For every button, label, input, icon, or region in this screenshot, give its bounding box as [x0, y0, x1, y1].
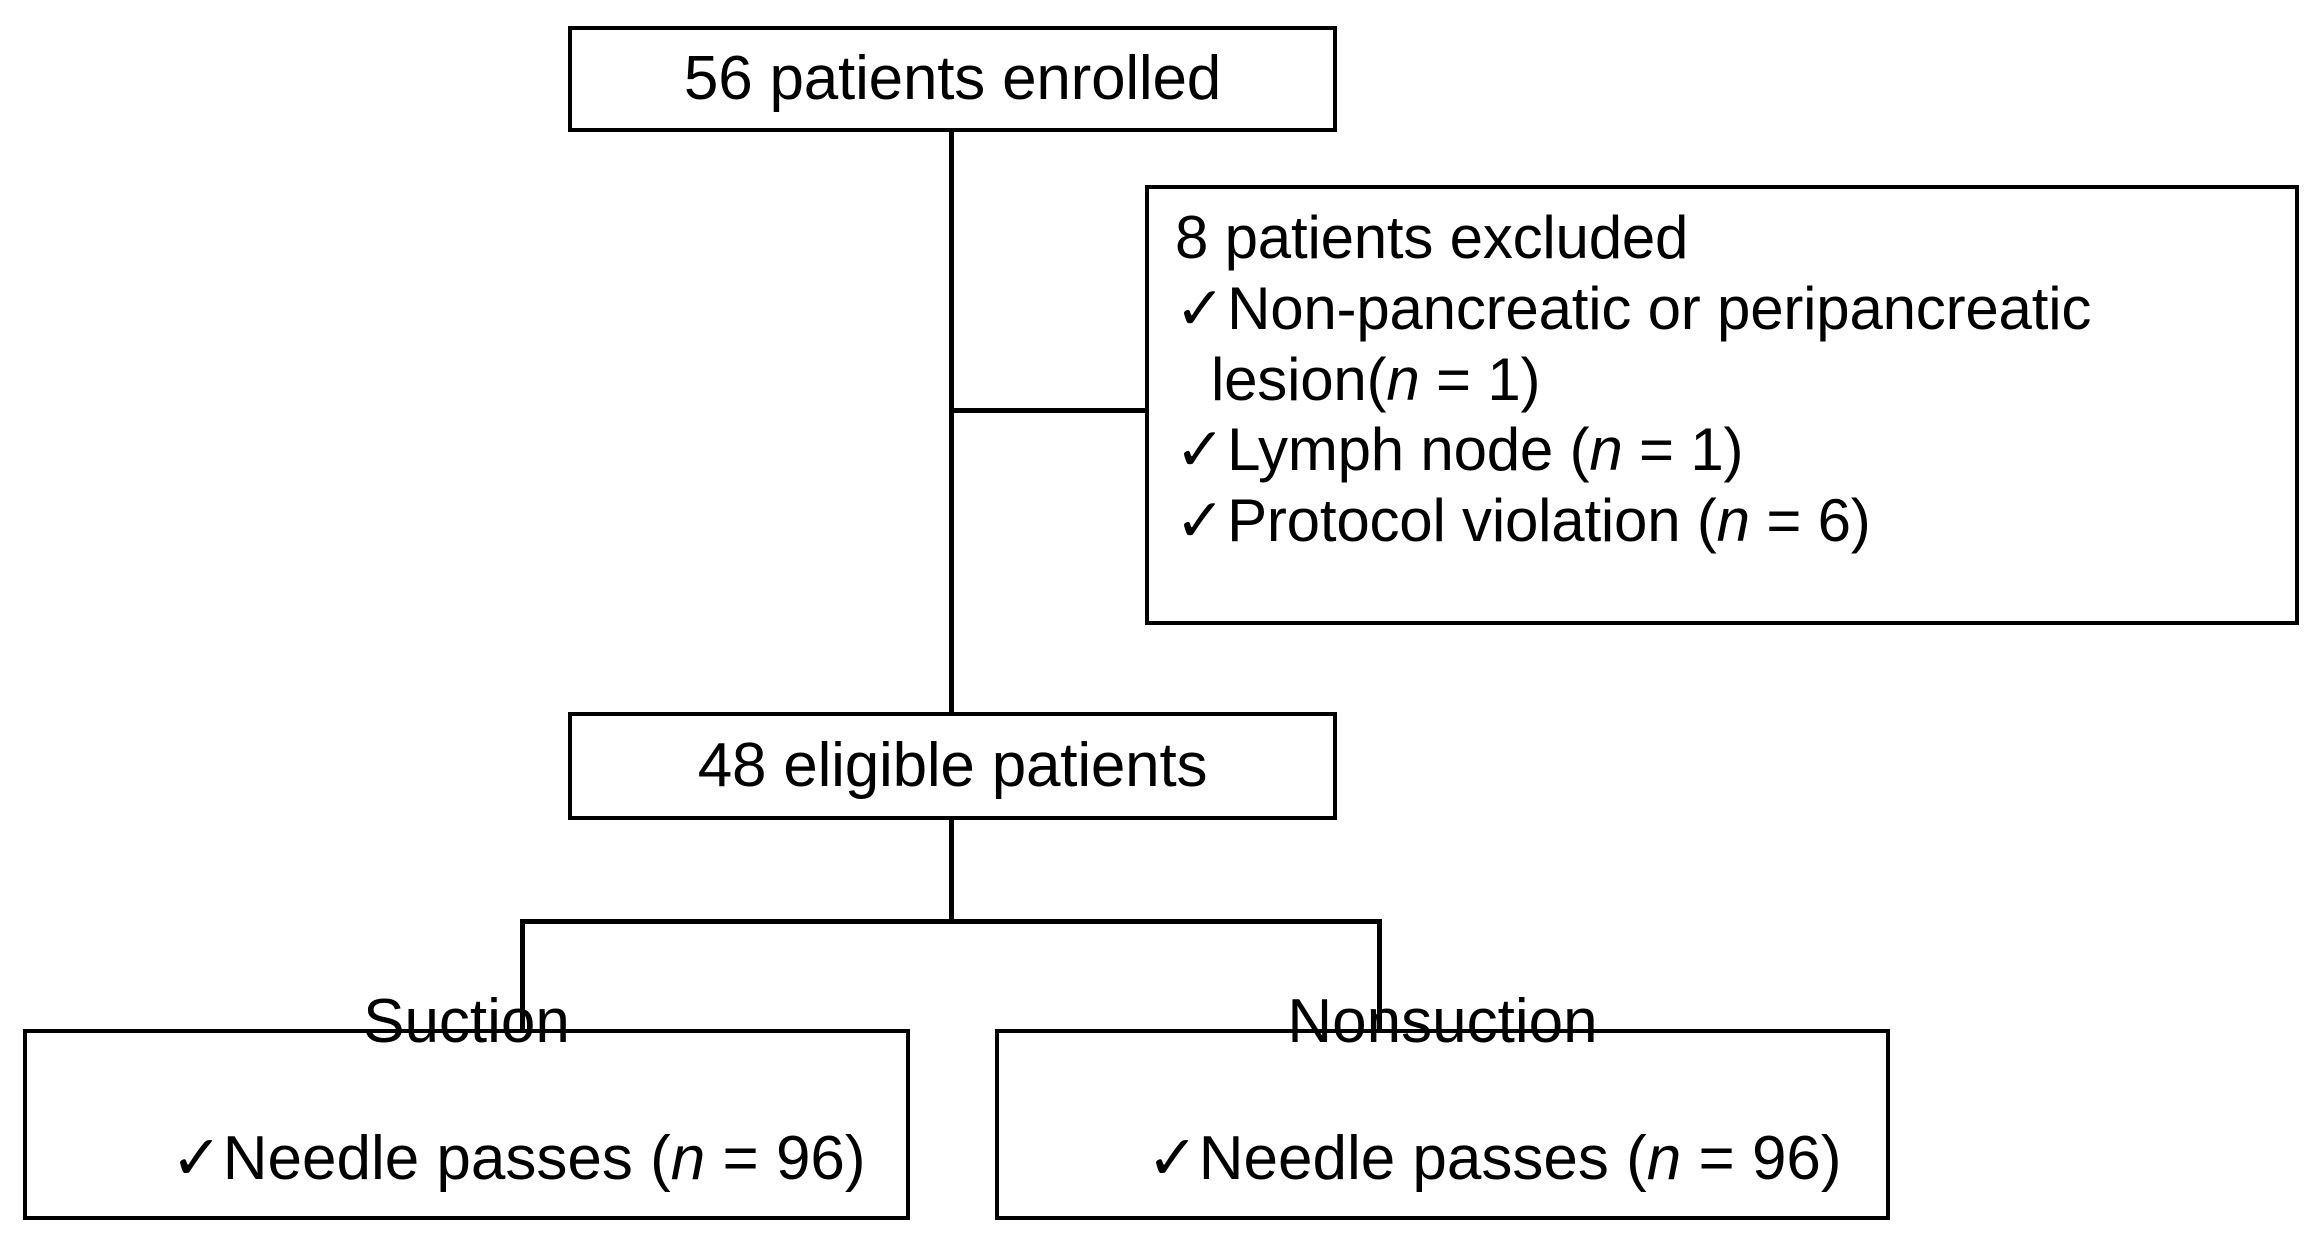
- excluded-reason-label: Non-pancreatic or peripancreatic lesion: [1211, 274, 2092, 413]
- excluded-reason-count: 1: [1487, 345, 1521, 413]
- node-nonsuction-arm: Nonsuction ✓Needle passes (n = 96): [995, 987, 1890, 1220]
- excluded-reason-count: 6: [1817, 487, 1851, 555]
- nonsuction-arm-title: Nonsuction: [1287, 987, 1598, 1057]
- n-symbol: n: [670, 1123, 706, 1193]
- connector-branch-to-excluded: [949, 408, 1147, 413]
- space-sep: [1609, 1124, 1626, 1193]
- equals-sign: =: [1681, 1123, 1752, 1193]
- check-icon: ✓: [1146, 1123, 1199, 1193]
- node-eligible-label: 48 eligible patients: [697, 731, 1208, 801]
- check-icon: ✓: [1175, 487, 1226, 555]
- equals-sign: =: [1749, 487, 1818, 555]
- excluded-reason-label: Protocol violation: [1227, 487, 1681, 555]
- n-symbol: n: [1646, 1123, 1682, 1193]
- connector-branch-to-eligible: [949, 410, 954, 714]
- paren-open: (: [1696, 487, 1717, 555]
- suction-arm-title: Suction: [363, 987, 570, 1057]
- paren-close: ): [844, 1123, 866, 1193]
- equals-sign: =: [705, 1123, 776, 1193]
- n-symbol: n: [1386, 345, 1420, 413]
- paren-open: (: [1626, 1123, 1647, 1193]
- paren-close: ): [1723, 416, 1744, 484]
- check-icon: ✓: [170, 1123, 223, 1193]
- excluded-reason-item: ✓Protocol violation (n = 6): [1175, 486, 2295, 557]
- node-excluded: 8 patients excluded ✓Non-pancreatic or p…: [1145, 185, 2299, 625]
- equals-sign: =: [1419, 345, 1488, 413]
- space-sep: [1680, 487, 1696, 554]
- excluded-reason-item: ✓Lymph node (n = 1): [1175, 415, 2295, 486]
- paren-open: (: [1366, 345, 1387, 413]
- n-symbol: n: [1716, 487, 1750, 555]
- space-sep: [633, 1124, 650, 1193]
- check-icon: ✓: [1175, 274, 1226, 342]
- paren-close: ): [1820, 1123, 1842, 1193]
- paren-open: (: [1569, 416, 1590, 484]
- connector-drop-nonsuction: [1377, 919, 1382, 1031]
- n-symbol: n: [1589, 416, 1623, 484]
- connector-eligible-to-split: [949, 820, 954, 924]
- paren-close: ): [1520, 345, 1541, 413]
- nonsuction-arm-detail: ✓Needle passes (n = 96): [1043, 1056, 1842, 1242]
- suction-detail-label: Needle passes: [222, 1123, 633, 1193]
- connector-enrolled-to-branch: [949, 132, 954, 413]
- paren-open: (: [650, 1123, 671, 1193]
- connector-drop-suction: [520, 919, 525, 1031]
- excluded-reason-count: 1: [1690, 416, 1724, 484]
- space-sep: [1553, 416, 1569, 483]
- suction-arm-detail: ✓Needle passes (n = 96): [67, 1056, 866, 1242]
- node-eligible: 48 eligible patients: [568, 712, 1337, 820]
- node-suction-arm: Suction ✓Needle passes (n = 96): [23, 987, 910, 1220]
- check-icon: ✓: [1175, 416, 1226, 484]
- node-enrolled: 56 patients enrolled: [568, 26, 1337, 132]
- nonsuction-detail-label: Needle passes: [1198, 1123, 1609, 1193]
- excluded-reason-item: ✓Non-pancreatic or peripancreatic lesion…: [1175, 274, 2295, 416]
- paren-close: ): [1850, 487, 1871, 555]
- equals-sign: =: [1622, 416, 1691, 484]
- suction-detail-count: 96: [775, 1123, 845, 1193]
- node-excluded-heading: 8 patients excluded: [1175, 204, 1689, 271]
- nonsuction-detail-count: 96: [1751, 1123, 1821, 1193]
- node-enrolled-label: 56 patients enrolled: [683, 44, 1222, 114]
- excluded-reason-label: Lymph node: [1227, 416, 1554, 484]
- connector-split-bar: [520, 919, 1382, 924]
